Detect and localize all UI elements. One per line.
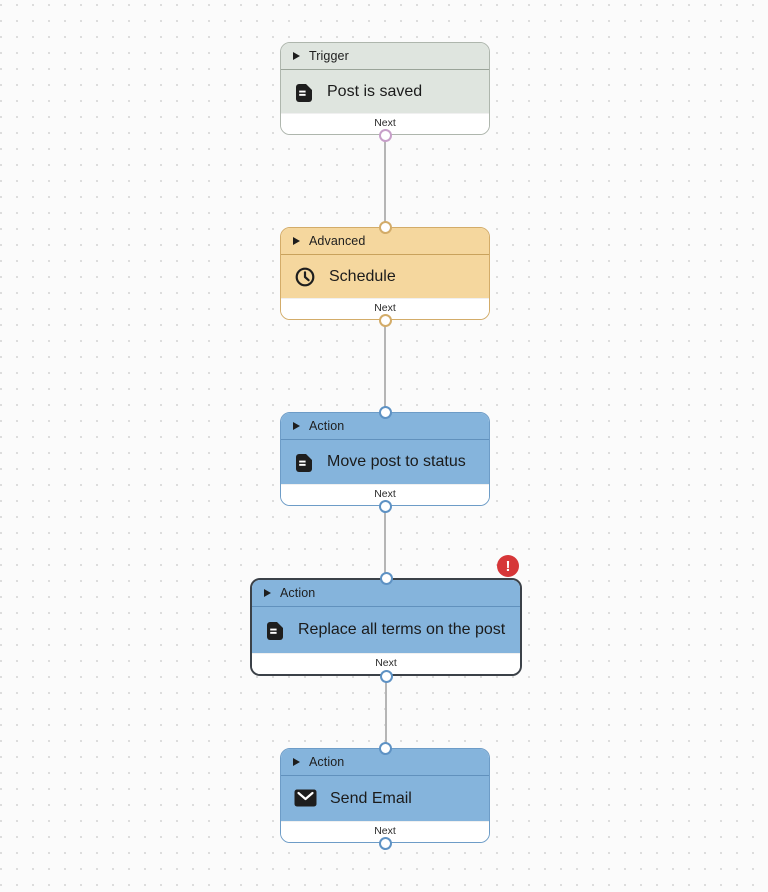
node-body[interactable]: Send Email	[281, 776, 489, 821]
workflow-node-move-post-to-status[interactable]: Action Move post to status Next	[280, 412, 490, 506]
input-port[interactable]	[379, 571, 393, 585]
document-icon	[296, 454, 312, 472]
workflow-node-replace-all-terms[interactable]: Action Replace all terms on the post Nex…	[250, 578, 522, 676]
connector-edge	[384, 320, 386, 412]
workflow-node-send-email[interactable]: Action Send Email Next	[280, 748, 490, 843]
output-port[interactable]	[379, 669, 393, 683]
node-body[interactable]: Post is saved	[281, 70, 489, 113]
node-header[interactable]: Trigger	[281, 43, 489, 70]
node-body[interactable]: Move post to status	[281, 440, 489, 484]
node-footer-next-label: Next	[281, 113, 489, 134]
collapse-triangle-icon[interactable]	[293, 422, 300, 430]
node-category-label: Action	[309, 419, 345, 433]
node-title: Post is saved	[327, 82, 423, 100]
output-port[interactable]	[378, 128, 392, 142]
node-category-label: Advanced	[309, 234, 366, 248]
node-footer-next-label: Next	[281, 298, 489, 319]
input-port[interactable]	[378, 220, 392, 234]
node-title: Schedule	[329, 267, 396, 285]
node-category-label: Action	[280, 586, 316, 600]
connector-edge	[384, 135, 386, 227]
envelope-icon	[294, 789, 317, 807]
collapse-triangle-icon[interactable]	[293, 52, 300, 60]
collapse-triangle-icon[interactable]	[293, 758, 300, 766]
workflow-node-trigger[interactable]: Trigger Post is saved Next	[280, 42, 490, 135]
error-exclamation: !	[505, 557, 511, 575]
workflow-node-advanced-schedule[interactable]: Advanced Schedule Next	[280, 227, 490, 320]
document-icon	[296, 83, 312, 102]
collapse-triangle-icon[interactable]	[293, 237, 300, 245]
clock-icon	[295, 267, 315, 286]
node-title: Send Email	[330, 789, 412, 807]
node-footer-next-label: Next	[281, 484, 489, 505]
node-title: Move post to status	[327, 453, 466, 470]
node-footer-next-label: Next	[252, 653, 520, 674]
error-badge[interactable]: !	[497, 555, 519, 577]
input-port[interactable]	[378, 405, 392, 419]
node-header[interactable]: Advanced	[281, 228, 489, 255]
node-title: Replace all terms on the post	[298, 621, 506, 638]
node-category-label: Action	[309, 755, 345, 769]
document-icon	[267, 622, 283, 640]
output-port[interactable]	[378, 499, 392, 513]
node-header[interactable]: Action	[252, 580, 520, 607]
connector-edge	[384, 506, 386, 578]
input-port[interactable]	[378, 741, 392, 755]
node-footer-next-label: Next	[281, 821, 489, 842]
collapse-triangle-icon[interactable]	[264, 589, 271, 597]
node-body[interactable]: Replace all terms on the post	[252, 607, 520, 653]
node-header[interactable]: Action	[281, 413, 489, 440]
node-category-label: Trigger	[309, 49, 349, 63]
output-port[interactable]	[378, 313, 392, 327]
node-body[interactable]: Schedule	[281, 255, 489, 298]
connector-edge	[385, 676, 387, 748]
output-port[interactable]	[378, 836, 392, 850]
